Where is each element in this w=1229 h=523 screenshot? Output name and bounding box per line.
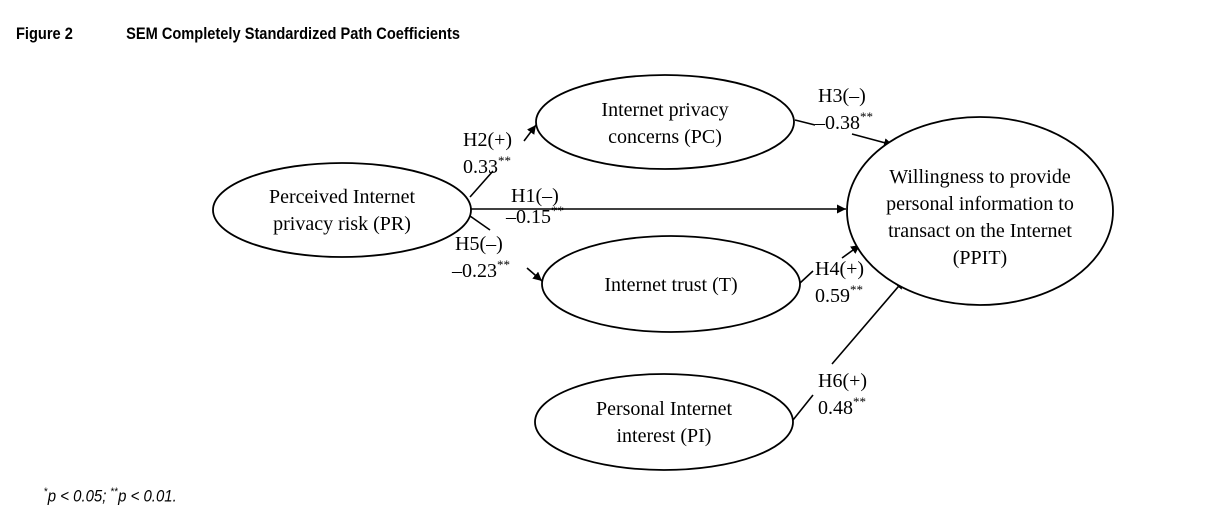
path-h4-hypothesis: H4(+)	[815, 258, 864, 280]
path-h2-arrowhead	[523, 124, 537, 142]
node-pi: Personal Internet interest (PI)	[534, 373, 794, 471]
footnote-star-double: **	[110, 486, 119, 498]
path-h5-hypothesis: H5(–)	[455, 233, 503, 255]
path-h1-hypothesis: H1(–)	[511, 185, 559, 207]
path-h6-arrowhead	[831, 279, 905, 365]
node-pr-label-line1: Perceived Internet	[269, 186, 415, 208]
path-h6-line	[792, 394, 814, 421]
figure-header: Figure 2 SEM Completely Standardized Path…	[16, 24, 460, 44]
node-pr-label-line2: privacy risk (PR)	[273, 213, 411, 235]
node-ppit-label-line3: transact on the Internet	[888, 220, 1072, 242]
path-h3-arrowhead	[851, 133, 894, 148]
footnote-p-001: p < 0.01.	[118, 486, 177, 506]
node-ppit-label-line1: Willingness to provide	[889, 166, 1071, 188]
node-ppit-label-line2: personal information to	[886, 193, 1074, 215]
figure-title: SEM Completely Standardized Path Coeffic…	[126, 24, 460, 43]
footnote-star-single: *	[44, 486, 48, 498]
path-h4-line	[799, 270, 814, 284]
node-pc-ellipse	[535, 74, 795, 170]
path-label-h6: H6(+) 0.48**	[818, 370, 867, 419]
path-h2-coefficient: 0.33**	[463, 153, 511, 178]
path-h5-line	[469, 215, 491, 231]
path-h3-coefficient: –0.38**	[814, 109, 873, 134]
path-h5-coefficient: –0.23**	[451, 257, 510, 282]
node-t-ellipse	[541, 235, 801, 333]
path-label-h5: H5(–) –0.23**	[451, 233, 510, 282]
node-pr: Perceived Internet privacy risk (PR)	[212, 162, 472, 258]
path-h6-hypothesis: H6(+)	[818, 370, 867, 392]
path-label-h1: H1(–) –0.15**	[505, 185, 564, 228]
path-h5-arrowhead	[526, 267, 543, 282]
path-h2-arrow	[469, 170, 494, 198]
path-h3-hypothesis: H3(–)	[818, 85, 866, 107]
path-h4-coefficient: 0.59**	[815, 282, 863, 307]
node-pi-label-line2: interest (PI)	[617, 425, 712, 447]
path-h2-hypothesis: H2(+)	[463, 129, 512, 151]
path-h3-line	[794, 119, 816, 126]
significance-footnote: *p < 0.05; **p < 0.01.	[44, 486, 177, 507]
path-label-h4: H4(+) 0.59**	[815, 258, 864, 307]
node-pi-ellipse	[534, 373, 794, 471]
node-ppit-label-line4: (PPIT)	[953, 247, 1007, 269]
node-pc-label-line1: Internet privacy	[601, 99, 728, 121]
node-pc-label-line2: concerns (PC)	[608, 126, 722, 148]
path-label-h3: H3(–) –0.38**	[814, 85, 873, 134]
node-pc: Internet privacy concerns (PC)	[535, 74, 795, 170]
path-label-h2: H2(+) 0.33**	[463, 129, 512, 178]
path-h6-coefficient: 0.48**	[818, 394, 866, 419]
node-t: Internet trust (T)	[541, 235, 801, 333]
node-ppit-ellipse	[846, 116, 1114, 306]
node-ppit: Willingness to provide personal informat…	[846, 116, 1114, 306]
node-pr-ellipse	[212, 162, 472, 258]
path-h1-coefficient: –0.15**	[505, 203, 564, 228]
figure-label: Figure 2	[16, 24, 73, 43]
node-t-label: Internet trust (T)	[604, 274, 737, 296]
footnote-p-005: p < 0.05;	[47, 486, 111, 506]
node-pi-label-line1: Personal Internet	[596, 398, 733, 420]
